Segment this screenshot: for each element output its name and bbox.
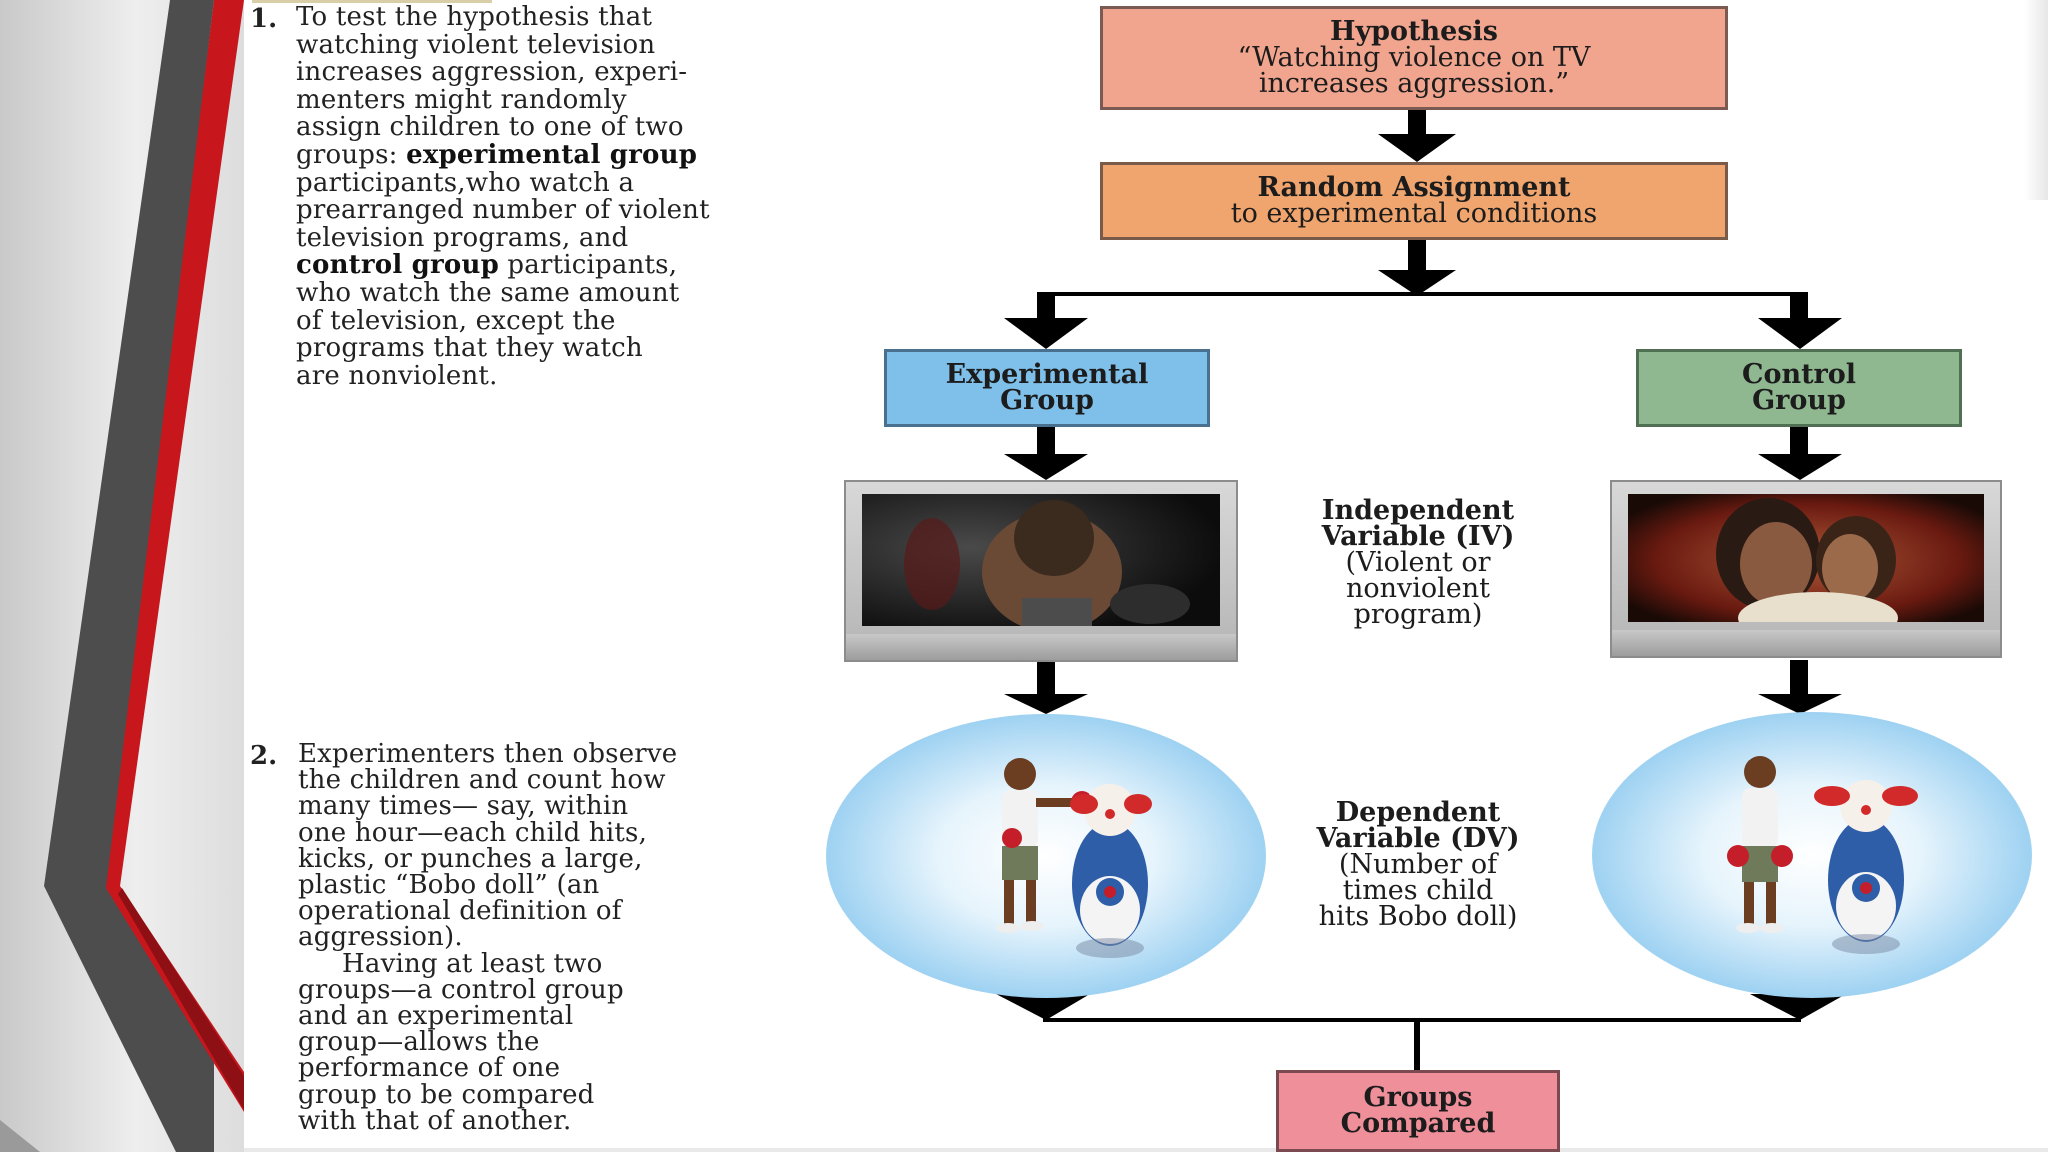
paragraph-line: group—allows the [298,1027,540,1058]
paragraph-line: many times— say, within [298,791,629,822]
paragraph-line: are nonviolent. [296,360,498,391]
key-term: control group [296,250,499,281]
key-term: experimental group [406,139,698,170]
paragraph-line: groups: experimental group [296,139,698,170]
dv-sub-line-1: (Number of [1338,849,1498,880]
paragraph-line: prearranged number of violent [296,195,710,226]
nonviolent-program-image [1628,494,1984,622]
child-hitting-bobo-doll-image [826,714,1266,998]
paragraph-line: who watch the same amount [296,277,680,308]
iv-sub-line-2: nonviolent [1345,573,1491,604]
iv-sub-line-1: (Violent or [1345,547,1491,578]
nonviolent-program-tv-base [1612,630,2000,656]
paragraph-line: plastic “Bobo doll” (an [298,870,600,901]
paragraph-line: To test the hypothesis that [296,2,653,32]
paragraph-line: the children and count how [298,765,666,796]
violent-program-tv-base [846,634,1236,660]
random-assignment-title: Random Assignment [1257,172,1571,203]
paragraph-line: assign children to one of two [296,112,684,143]
random-assignment-box: Random Assignment to experimental condit… [1100,162,1728,240]
violent-program-tv [844,480,1238,662]
bobo-scene-control [1727,756,1918,954]
child-standing-bobo-doll-image [1592,712,2032,998]
paragraph-line: watching violent television [296,29,656,60]
paragraph-line: one hour—each child hits, [298,817,648,848]
violent-program-image [862,494,1220,626]
dv-title-line-2: Variable (DV) [1316,823,1520,854]
paragraph-line: control group participants, [296,250,678,281]
iv-title-line-2: Variable (IV) [1321,521,1515,552]
random-assignment-subtitle: to experimental conditions [1230,198,1598,229]
experimental-group-line-1: Experimental [945,359,1149,390]
right-edge-shadow [2024,0,2048,200]
paragraph-line: and an experimental [298,1001,574,1032]
paragraph-line: participants,who watch a [296,167,635,198]
experimental-group-line-2: Group [1000,385,1094,416]
hypothesis-title: Hypothesis [1329,16,1499,47]
hypothesis-box: Hypothesis “Watching violence on TV incr… [1100,6,1728,110]
groups-compared-box: Groups Compared [1276,1070,1560,1152]
slide-stripe-graphic [0,0,244,1152]
paragraph-line: kicks, or punches a large, [298,843,643,874]
groups-compared-line-2: Compared [1340,1108,1496,1139]
dependent-variable-label: Dependent Variable (DV) (Number of times… [1262,797,1574,932]
paragraph-line: increases aggression, experi- [296,57,688,88]
iv-sub-line-3: program) [1353,599,1483,630]
slide-decoration-band [0,0,248,1152]
paragraph-line: performance of one [298,1053,561,1084]
paragraph-line: operational definition of [298,896,622,927]
paragraph-line: Having at least two [342,948,603,979]
hypothesis-line-2: increases aggression.” [1258,68,1570,99]
paragraph-2-number: 2. [250,741,278,771]
paragraph-line: television programs, and [296,222,629,253]
paragraph-line: group to be compared [298,1079,595,1110]
dv-sub-line-3: hits Bobo doll) [1318,901,1518,932]
iv-title-line-1: Independent [1321,495,1515,526]
paragraph-1-number: 1. [250,4,278,34]
paragraph-line: menters might randomly [296,84,627,115]
groups-compared-line-1: Groups [1363,1082,1473,1113]
control-group-line-1: Control [1741,359,1857,390]
hypothesis-line-1: “Watching violence on TV [1237,42,1591,73]
violent-program-screen [862,494,1220,626]
paragraph-line: aggression). [298,922,463,953]
paragraph-line: Experimenters then observe [298,739,678,769]
nonviolent-program-screen [1628,494,1984,622]
paragraph-line: with that of another. [298,1105,572,1136]
bobo-scene-experimental [996,758,1152,958]
dv-sub-line-2: times child [1342,875,1494,906]
control-group-line-2: Group [1752,385,1846,416]
paragraph-line: programs that they watch [296,333,643,364]
bottom-rule [244,1148,2048,1152]
nonviolent-program-tv [1610,480,2002,658]
top-rule [252,0,492,3]
paragraph-line: groups—a control group [298,974,624,1005]
control-group-box: Control Group [1636,349,1962,427]
paragraph-line: of television, except the [296,305,616,336]
experimental-group-box: Experimental Group [884,349,1210,427]
independent-variable-label: Independent Variable (IV) (Violent or no… [1270,495,1566,630]
dv-title-line-1: Dependent [1335,797,1501,828]
